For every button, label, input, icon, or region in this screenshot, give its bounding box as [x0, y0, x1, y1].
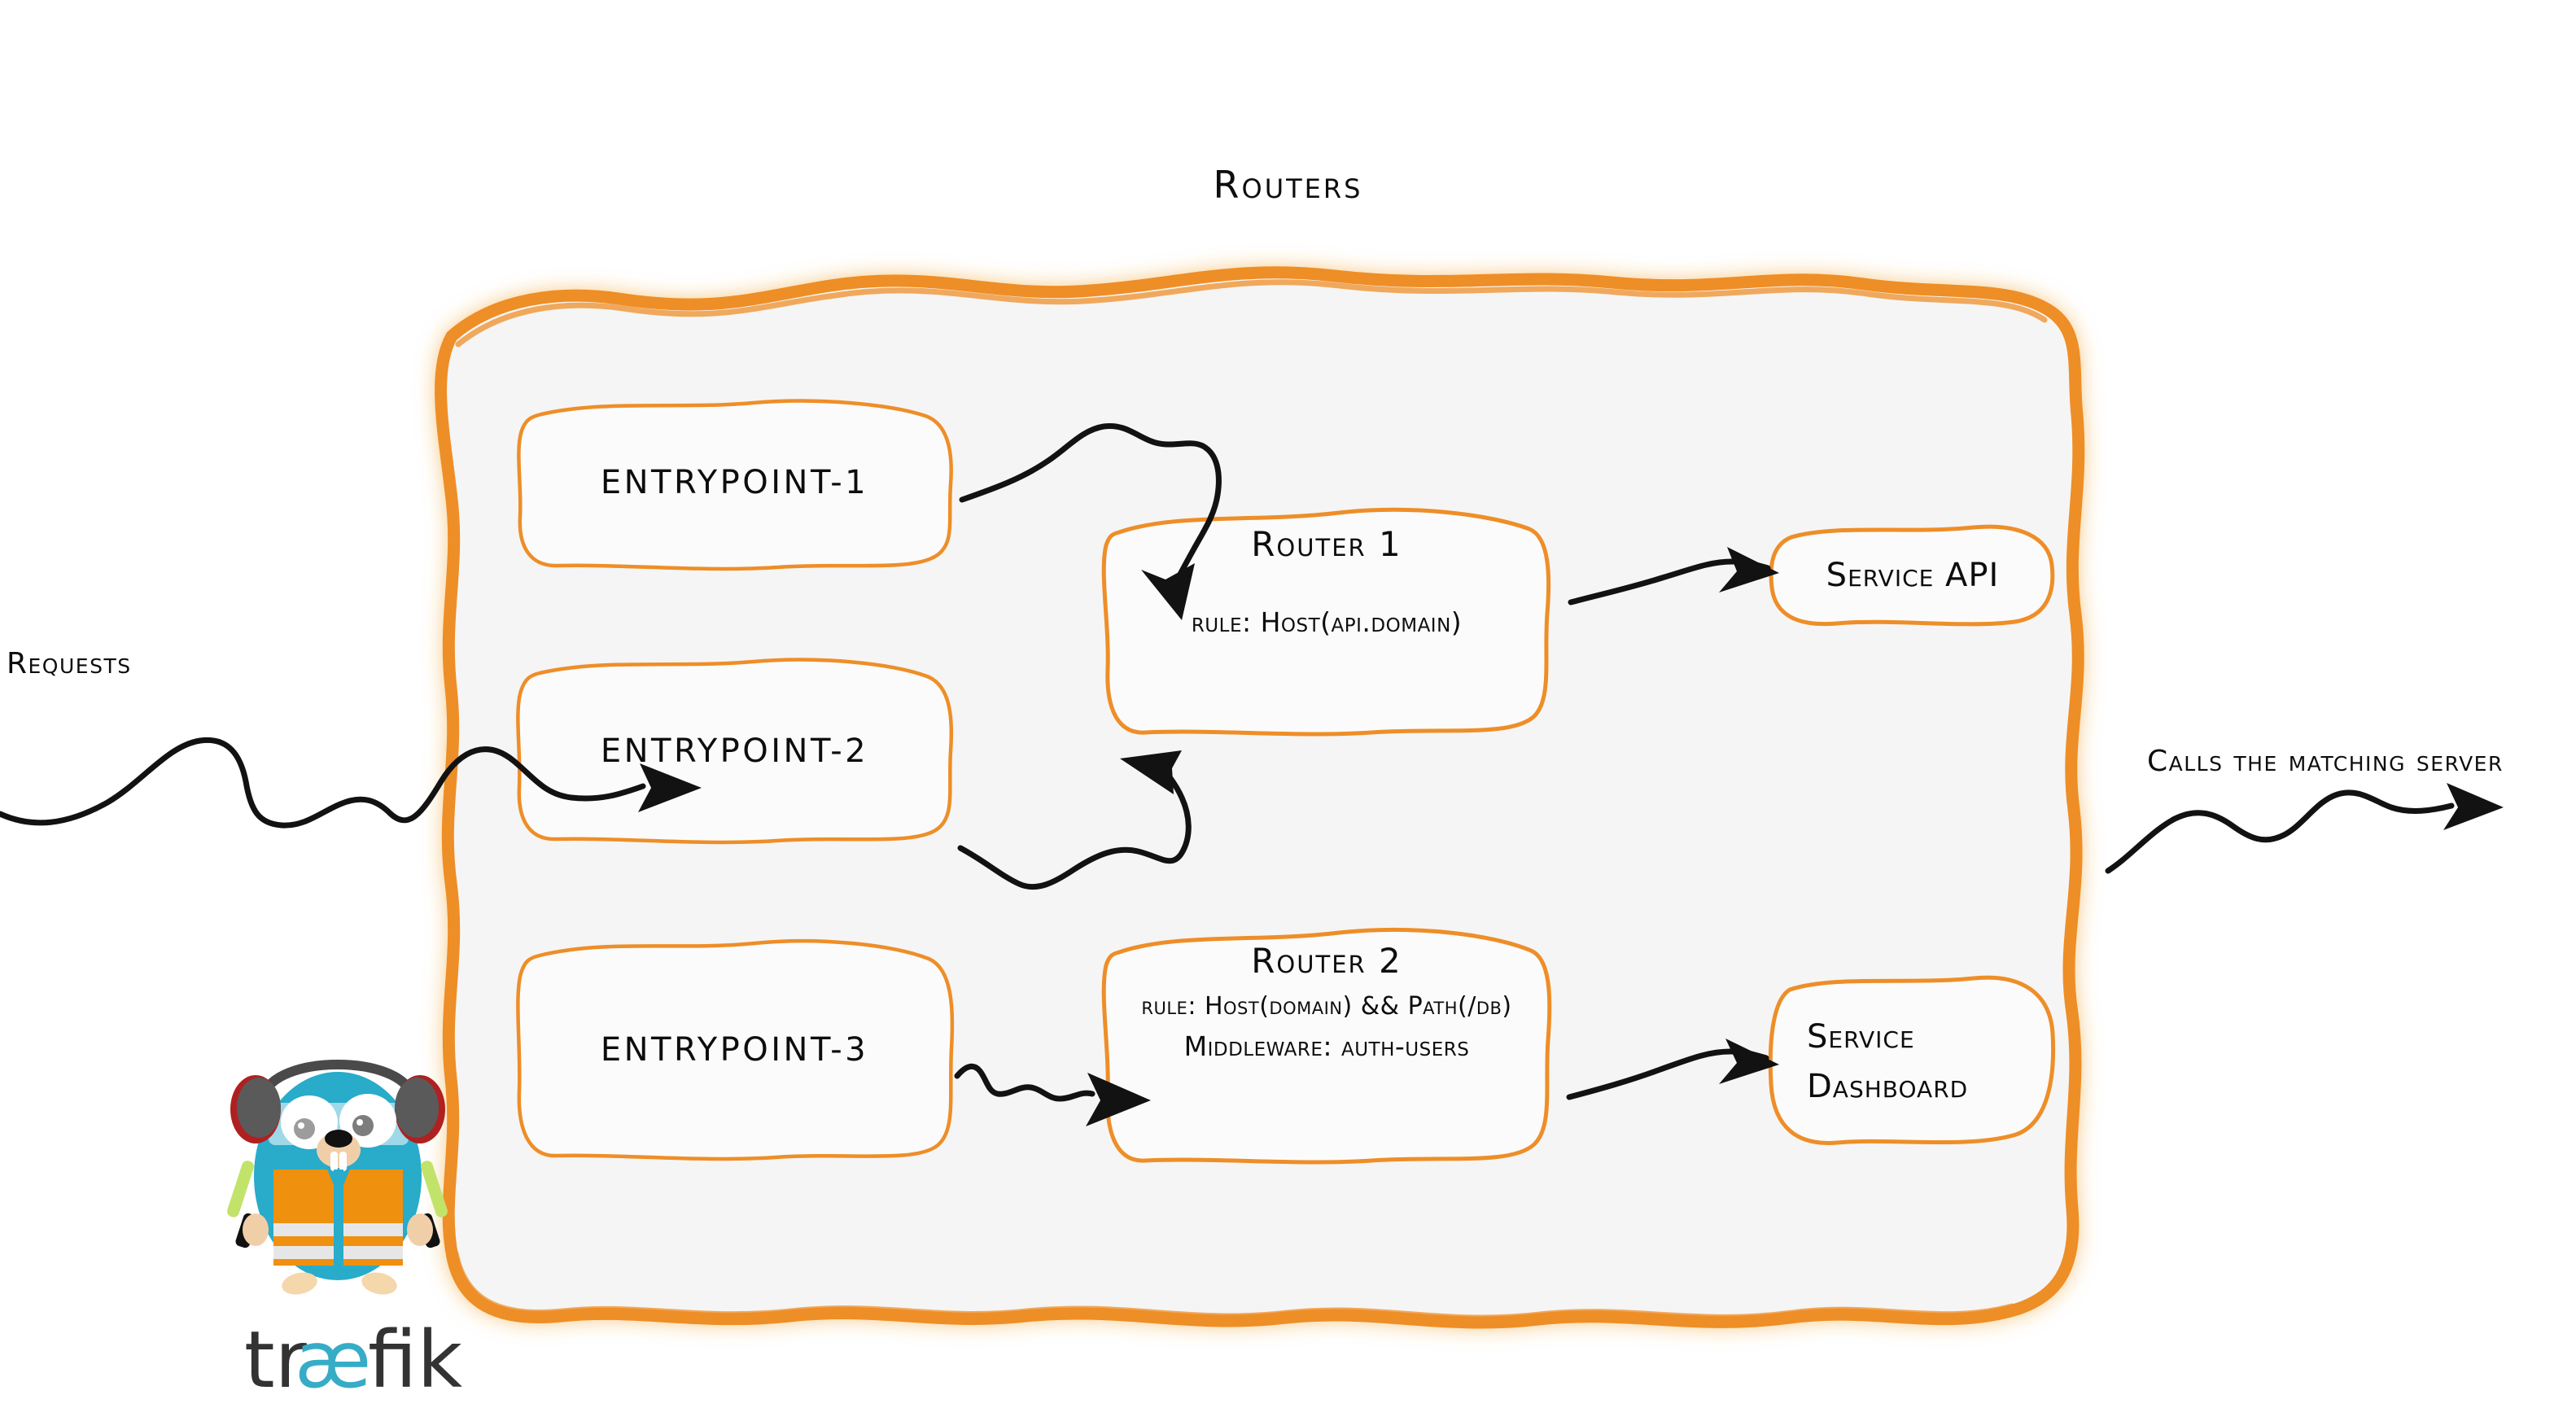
calls-arrow-line: [2105, 789, 2455, 874]
calls-arrowhead: [2443, 783, 2504, 830]
service-box-api-outline: [1769, 524, 2055, 627]
mascot-eye-glint-left: [298, 1122, 304, 1129]
router-rule-2: rule: Host(domain) && Path(/db): [1141, 992, 1512, 1021]
mascot-wand-right: [421, 1161, 448, 1218]
service-box-dashboard-outline: [1768, 975, 2056, 1145]
mascot-earcup-right: [395, 1078, 439, 1138]
router-box-1[interactable]: Router 1 rule: Host(api.domain): [1095, 495, 1559, 754]
service-box-dashboard[interactable]: Service Dashboard: [1762, 969, 2063, 1156]
traefik-wordmark-text-part1: tr: [244, 1314, 308, 1406]
router-title-1: Router 1: [1251, 524, 1402, 564]
service-label-api: Service API: [1826, 557, 2000, 595]
mascot-headphone-band: [259, 1060, 417, 1101]
mascot-hand-left: [243, 1213, 269, 1246]
entrypoint-box-2[interactable]: entrypoint-2: [509, 647, 960, 855]
traefik-wordmark: tr æ fik: [244, 1314, 462, 1406]
entrypoint-box-3[interactable]: entrypoint-3: [509, 928, 960, 1172]
mascot-vest-gap: [334, 1170, 343, 1275]
traefik-gopher-mascot: [227, 1060, 448, 1295]
mascot-pupil-right: [352, 1115, 374, 1136]
entrypoint-label-1: entrypoint-1: [600, 463, 869, 501]
router-rule-1: rule: Host(api.domain): [1191, 606, 1463, 638]
mascot-nose: [325, 1130, 352, 1148]
mascot-tooth-left: [330, 1152, 338, 1171]
router-middleware-2: Middleware: auth-users: [1183, 1030, 1470, 1062]
routers-panel-border-bottom-highlight: [453, 1250, 2015, 1321]
entrypoint-box-1-outline: [517, 399, 953, 571]
calls-matching-server-label: Calls the matching server: [2147, 745, 2504, 778]
router-box-2[interactable]: Router 2 rule: Host(domain) && Path(/db)…: [1095, 918, 1559, 1178]
mascot-eye-glint-right: [356, 1119, 363, 1126]
mascot-foot-right: [361, 1272, 397, 1295]
traefik-wordmark-text-ligature: æ: [295, 1314, 371, 1406]
entrypoint-label-3: entrypoint-3: [600, 1031, 869, 1069]
mascot-tooth-right: [339, 1152, 347, 1171]
entrypoint-box-1[interactable]: entrypoint-1: [509, 387, 960, 578]
page-title: Routers: [1213, 163, 1363, 207]
mascot-foot-left: [282, 1272, 317, 1295]
router-title-2: Router 2: [1251, 941, 1402, 981]
routers-panel-border-highlight: [455, 279, 2048, 348]
service-label-dashboard-line2: Dashboard: [1807, 1068, 1969, 1105]
service-box-api[interactable]: Service API: [1762, 519, 2063, 633]
mascot-hand-right: [407, 1213, 433, 1246]
requests-label: Requests: [7, 647, 132, 680]
mascot-earcup-left: [237, 1078, 281, 1138]
service-label-dashboard-line1: Service: [1807, 1017, 1915, 1056]
mascot-pupil-left: [294, 1118, 315, 1139]
entrypoint-label-2: entrypoint-2: [600, 732, 869, 770]
mascot-wand-left: [227, 1161, 254, 1218]
entrypoint-box-3-outline: [516, 938, 955, 1161]
traefik-wordmark-text-part2: fik: [368, 1314, 462, 1406]
